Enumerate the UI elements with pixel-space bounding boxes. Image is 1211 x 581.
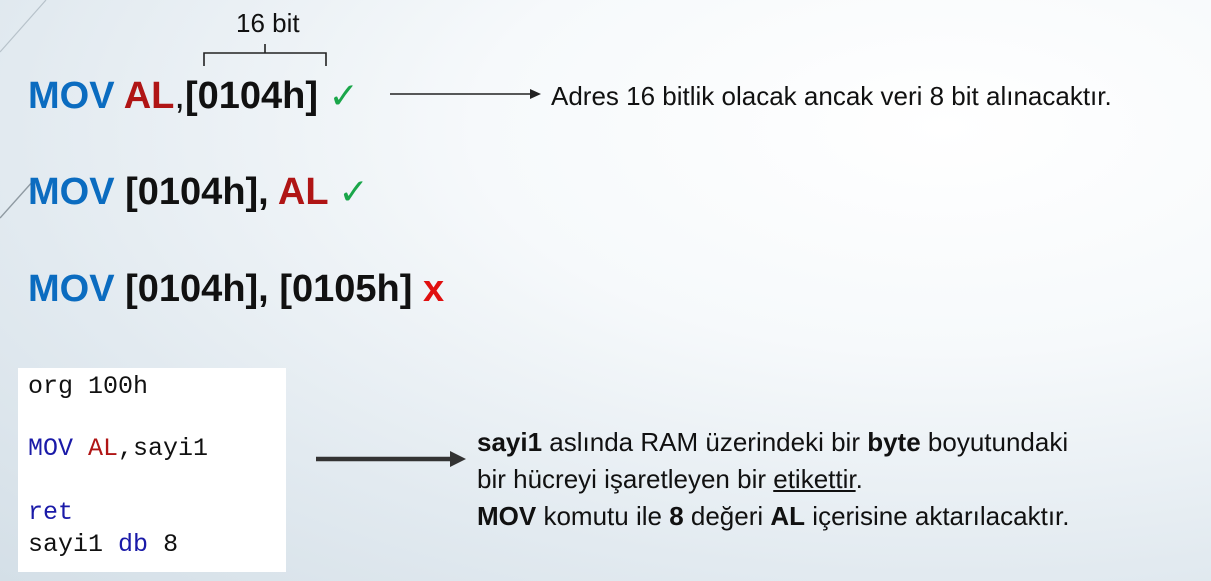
text-span: boyutundaki bbox=[920, 427, 1069, 457]
memory-operand: [0104h], bbox=[125, 268, 269, 310]
code-line-ret: ret bbox=[28, 498, 74, 527]
arrow-right-icon bbox=[390, 89, 541, 99]
decor-line-top bbox=[0, 0, 47, 53]
explanation-line-2: bir hücreyi işaretleyen bir etikettir. bbox=[477, 461, 1070, 498]
bold-term: AL bbox=[770, 501, 806, 531]
bracket-icon bbox=[203, 52, 327, 66]
code-value: 8 bbox=[163, 530, 179, 559]
bold-term: 8 bbox=[669, 501, 684, 531]
code-snippet: org 100h MOV AL,sayi1 ret sayi1 db 8 bbox=[18, 368, 286, 572]
memory-operand: [0104h] bbox=[184, 75, 318, 117]
text-span: komutu ile bbox=[536, 501, 670, 531]
explanation-line-3: MOV komutu ile 8 değeri AL içerisine akt… bbox=[477, 498, 1070, 535]
text-span: . bbox=[855, 464, 863, 494]
instruction-2: MOV [0104h], AL ✓ bbox=[28, 173, 369, 211]
code-line-data: sayi1 db 8 bbox=[28, 530, 178, 559]
opcode: MOV bbox=[28, 268, 115, 310]
text-span: içerisine aktarılacaktır. bbox=[805, 501, 1070, 531]
opcode: MOV bbox=[28, 171, 115, 213]
underlined-term: etikettir bbox=[773, 464, 856, 494]
code-line-mov: MOV AL,sayi1 bbox=[28, 434, 208, 463]
instruction-1: MOV AL,[0104h] ✓ bbox=[28, 77, 359, 115]
code-register: AL bbox=[88, 434, 119, 463]
instruction-3: MOV [0104h], [0105h] x bbox=[28, 270, 444, 308]
register-operand: AL bbox=[277, 171, 328, 213]
bold-term: sayi1 bbox=[477, 427, 543, 457]
address-note: Adres 16 bitlik olacak ancak veri 8 bit … bbox=[551, 81, 1112, 111]
bold-term: MOV bbox=[477, 501, 537, 531]
memory-operand: [0104h], bbox=[125, 171, 269, 213]
register-operand: AL bbox=[123, 75, 175, 117]
code-keyword: MOV bbox=[28, 434, 74, 463]
code-label: sayi1 bbox=[28, 530, 104, 559]
text-span: aslında RAM üzerindeki bir bbox=[542, 427, 868, 457]
cross-icon: x bbox=[422, 268, 445, 310]
memory-operand: [0105h] bbox=[279, 268, 413, 310]
separator: , bbox=[174, 75, 185, 117]
code-directive: db bbox=[118, 530, 149, 559]
code-operand: ,sayi1 bbox=[118, 434, 209, 463]
explanation-line-1: sayi1 aslında RAM üzerindeki bir byte bo… bbox=[477, 424, 1070, 461]
text-span: değeri bbox=[683, 501, 771, 531]
opcode: MOV bbox=[28, 75, 115, 117]
text-span: bir hücreyi işaretleyen bir bbox=[477, 464, 774, 494]
code-line-org: org 100h bbox=[28, 372, 149, 401]
decor-line-mid bbox=[0, 179, 35, 219]
bit-size-label: 16 bit bbox=[236, 8, 300, 38]
arrow-right-thick-icon bbox=[316, 451, 466, 467]
check-icon: ✓ bbox=[328, 75, 359, 116]
explanation-text: sayi1 aslında RAM üzerindeki bir byte bo… bbox=[477, 424, 1070, 535]
check-icon: ✓ bbox=[338, 171, 369, 212]
bold-term: byte bbox=[867, 427, 921, 457]
